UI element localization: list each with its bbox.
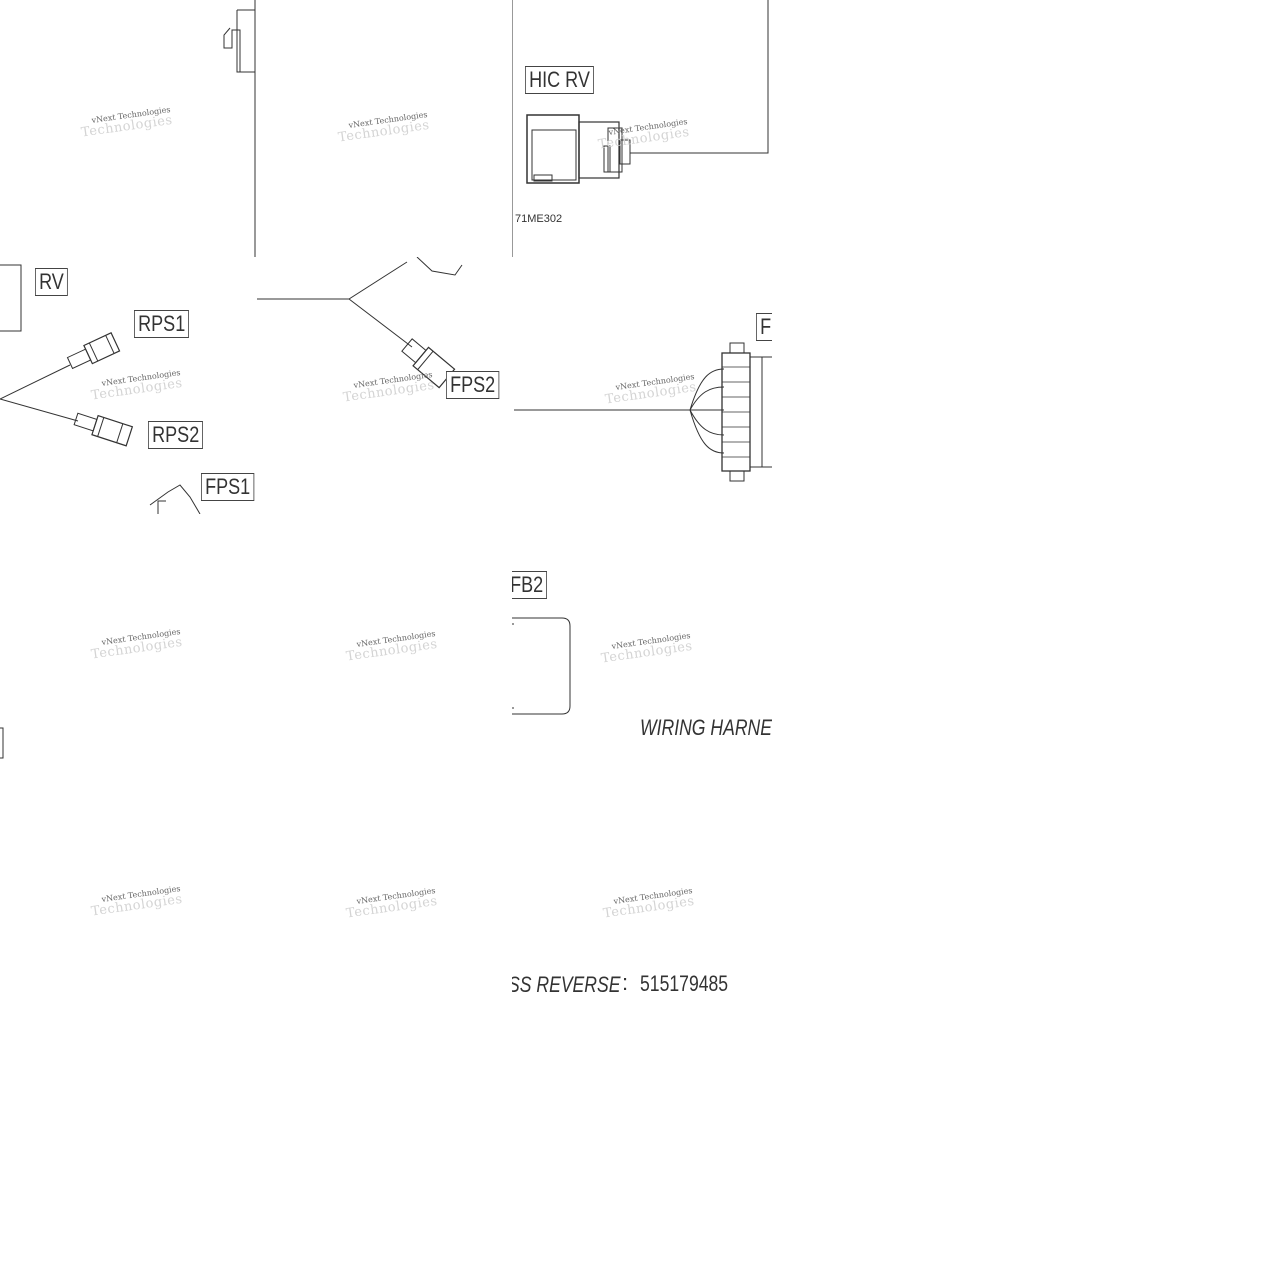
drawing-title: WIRING HARNES xyxy=(640,715,772,740)
hic-rv-connector-drawing xyxy=(512,0,769,257)
sensor-harness-drawing xyxy=(0,264,201,514)
f-partial-label: F xyxy=(756,313,772,341)
footer-description: SS REVERSE xyxy=(512,972,621,997)
diagram-tile-lower-center: Technologies vNext Technologies xyxy=(257,514,514,771)
footer-colon: : xyxy=(622,970,629,995)
main-connector-drawing xyxy=(514,342,772,482)
watermark: Technologies vNext Technologies xyxy=(337,110,431,146)
rv-label: RV xyxy=(35,268,68,296)
diagram-tile-bottom-right: Technologies vNext Technologies SS REVER… xyxy=(512,771,772,1028)
bracket-drawing xyxy=(223,0,256,257)
frame-fragment xyxy=(0,727,4,759)
diagram-tile-middle-center: FPS2 Technologies vNext Technologies xyxy=(257,257,514,514)
diagram-tile-bottom-left: Technologies vNext Technologies xyxy=(0,771,257,1028)
watermark: Technologies vNext Technologies xyxy=(345,629,439,665)
diagram-tile-bottom-center: Technologies vNext Technologies xyxy=(257,771,514,1028)
diagram-tile-middle-right: F Technologies vNext Technologies xyxy=(514,257,772,514)
rps1-label: RPS1 xyxy=(134,310,190,338)
watermark: Technologies vNext Technologies xyxy=(90,884,184,920)
diagram-tile-lower-right: FB2 WIRING HARNES Technologies vNext Tec… xyxy=(512,514,772,771)
diagram-tile-middle-left: RV RPS1 RPS2 FPS1 Technologies vNext Tec… xyxy=(0,257,257,514)
diagram-tile-top-left: Technologies vNext Technologies xyxy=(0,0,257,257)
fps2-label: FPS2 xyxy=(446,371,500,399)
fps1-label: FPS1 xyxy=(201,473,255,501)
part-code: 71ME302 xyxy=(515,213,563,225)
diagram-tile-lower-left: Technologies vNext Technologies xyxy=(0,514,257,771)
hic-rv-label: HIC RV xyxy=(525,66,595,94)
diagram-tile-top-middle: Technologies vNext Technologies xyxy=(257,0,514,257)
watermark: Technologies vNext Technologies xyxy=(345,886,439,922)
watermark: Technologies vNext Technologies xyxy=(602,886,696,922)
diagram-tile-top-right: HIC RV 71ME302 Technologies vNext Techno… xyxy=(512,0,772,257)
part-number: 515179485 xyxy=(640,971,729,996)
fuse-box-drawing xyxy=(512,617,571,715)
rps2-label: RPS2 xyxy=(148,421,204,449)
fb2-label: FB2 xyxy=(512,571,548,599)
